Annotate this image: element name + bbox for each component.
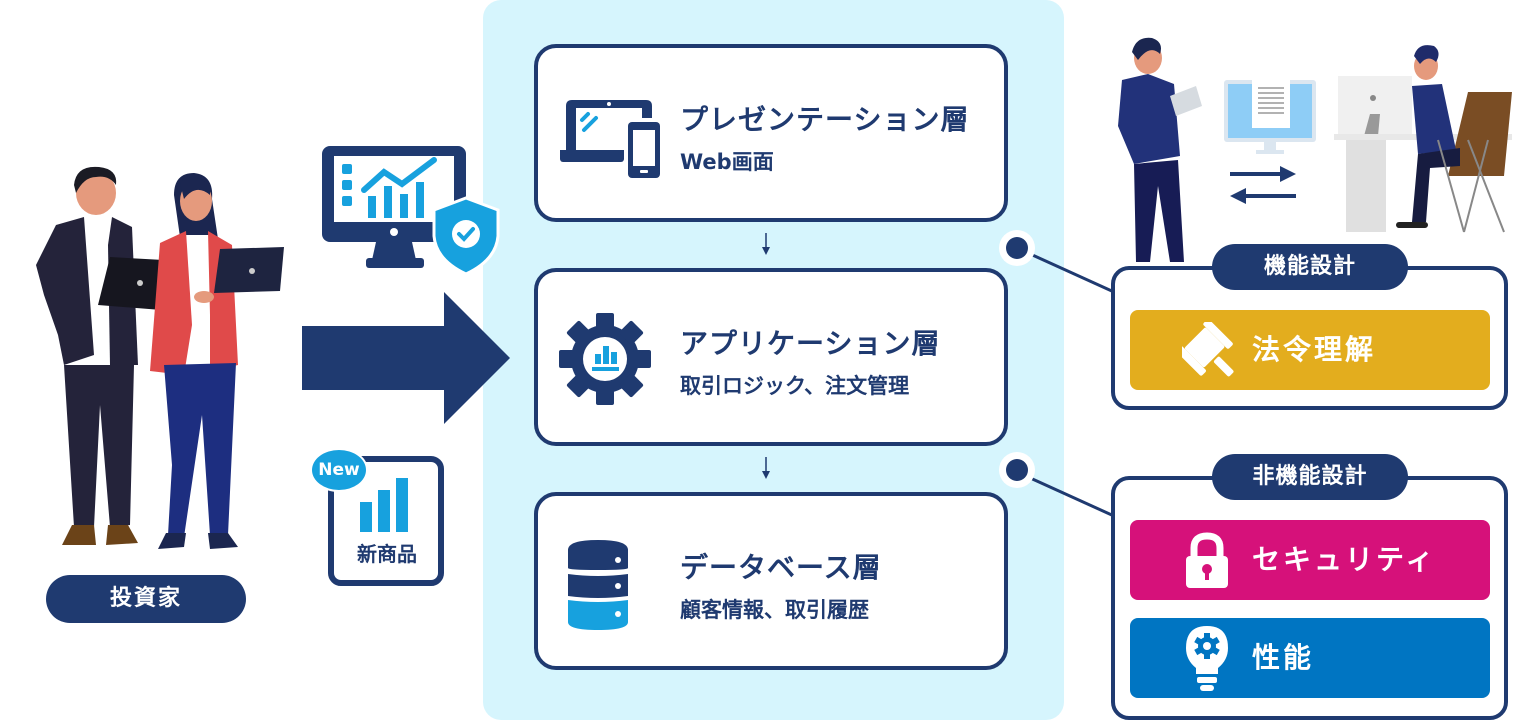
man-figure <box>36 166 182 545</box>
investors-illustration <box>36 166 284 549</box>
connector-dot <box>999 452 1035 488</box>
woman-figure <box>150 173 284 549</box>
security-label: セキュリティ <box>1252 543 1437 576</box>
lightbulb-gear-icon <box>1186 626 1228 691</box>
flow-arrow-icon <box>302 292 510 424</box>
functional-design-tag: 機能設計 <box>1212 244 1408 290</box>
legal-understanding-label: 法令理解 <box>1252 333 1377 366</box>
new-product-label: 新商品 <box>357 542 417 566</box>
security-item: セキュリティ <box>1130 520 1490 600</box>
database-layer-title: データベース層 <box>680 551 882 584</box>
application-layer-title: アプリケーション層 <box>680 327 941 360</box>
new-badge: New <box>310 448 368 492</box>
non-functional-design-tag: 非機能設計 <box>1212 454 1408 500</box>
down-arrow-icon <box>762 457 770 479</box>
performance-item: 性能 <box>1130 618 1490 698</box>
down-arrow-icon <box>762 233 770 255</box>
database-layer-box: データベース層 顧客情報、取引履歴 <box>534 492 1008 670</box>
monitor-chart-shield-icon <box>322 146 500 274</box>
laptop-phone-icon <box>560 100 660 178</box>
application-layer-box: アプリケーション層 取引ロジック、注文管理 <box>534 268 1008 446</box>
presentation-layer-title: プレゼンテーション層 <box>680 103 970 136</box>
presentation-layer-box: プレゼンテーション層 Web画面 <box>534 44 1008 222</box>
gavel-icon <box>1182 322 1234 377</box>
presentation-layer-subtitle: Web画面 <box>680 150 774 174</box>
legal-understanding-item: 法令理解 <box>1130 310 1490 390</box>
design-meeting-illustration <box>1118 37 1512 262</box>
connector-dot <box>999 230 1035 266</box>
performance-label: 性能 <box>1252 641 1315 674</box>
lock-icon <box>1186 532 1228 588</box>
application-layer-subtitle: 取引ロジック、注文管理 <box>680 374 910 398</box>
investor-label: 投資家 <box>46 575 246 623</box>
new-product-card: New 新商品 <box>310 448 450 588</box>
gear-chart-icon <box>559 313 651 405</box>
database-layer-subtitle: 顧客情報、取引履歴 <box>680 598 869 622</box>
new-product-box <box>328 456 444 586</box>
database-icon <box>568 540 628 630</box>
